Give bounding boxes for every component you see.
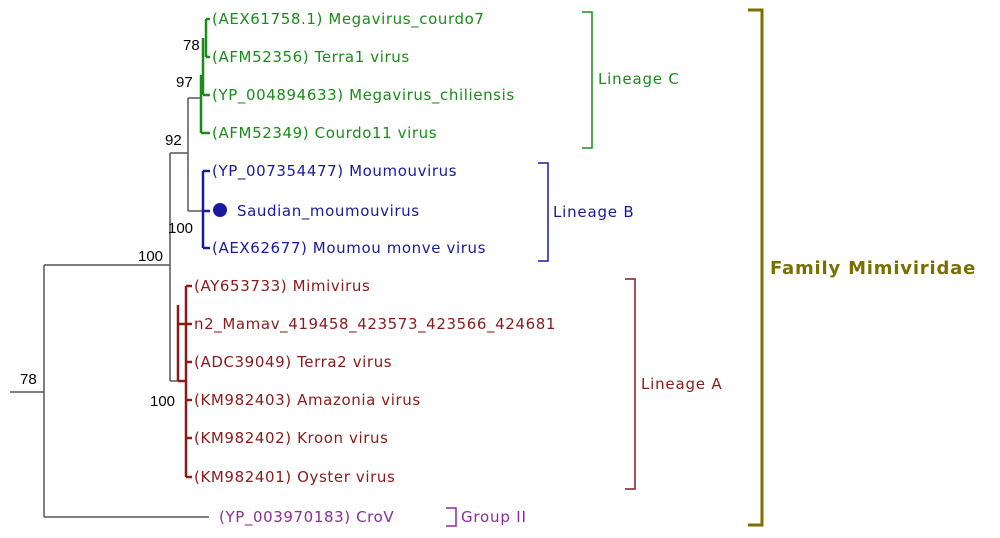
leaf-label: Saudian_moumouvirus — [237, 202, 420, 221]
lineage-c-branches — [199, 17, 210, 135]
lineage-b-leaves: (YP_007354477) Moumouvirus Saudian_moumo… — [212, 162, 486, 257]
bootstrap-root: 78 — [20, 371, 37, 388]
tree-branches — [10, 97, 209, 518]
leaf-label: (YP_004894633) Megavirus_chiliensis — [212, 86, 515, 105]
lineage-c-bracket — [582, 11, 593, 149]
leaf-label: (AFM52349) Courdo11 virus — [212, 124, 437, 142]
leaf-label: (AY653733) Mimivirus — [194, 277, 370, 295]
lineage-a-label: Lineage A — [641, 375, 722, 393]
leaf-label: (AEX62677) Moumou monve virus — [212, 239, 486, 257]
leaf-label: (YP_007354477) Moumouvirus — [212, 162, 457, 181]
lineage-a-leaves: (AY653733) Mimivirus n2_Mamav_419458_423… — [194, 277, 556, 486]
family-bracket — [748, 8, 764, 527]
lineage-b-label: Lineage B — [553, 203, 634, 221]
leaf-label: (AEX61758.1) Megavirus_courdo7 — [212, 10, 485, 29]
bootstrap-terra1: 78 — [183, 37, 200, 54]
lineage-a-bracket — [625, 278, 636, 490]
leaf-label: (AFM52356) Terra1 virus — [212, 48, 410, 66]
bootstrap-lineage-c: 92 — [165, 132, 182, 149]
lineage-c-label: Lineage C — [598, 70, 680, 88]
leaf-label: n2_Mamav_419458_423573_423566_424681 — [194, 315, 556, 334]
bootstrap-lineage-bc: 100 — [138, 248, 163, 265]
lineage-a-branches — [176, 284, 192, 479]
group-ii-bracket — [446, 507, 457, 527]
leaf-label: (KM982403) Amazonia virus — [194, 391, 421, 409]
leaf-label: (ADC39049) Terra2 virus — [194, 353, 392, 371]
group-ii-label: Group II — [461, 508, 527, 526]
lineage-b-bracket — [538, 162, 549, 262]
family-label: Family Mimiviridae — [770, 258, 976, 279]
filled-circle-marker — [213, 203, 227, 217]
bootstrap-chiliensis: 97 — [176, 74, 193, 91]
lineage-c-leaves: (AEX61758.1) Megavirus_courdo7 (AFM52356… — [212, 10, 515, 142]
group-ii-leaves: (YP_003970183) CroV — [219, 508, 394, 527]
leaf-label: (KM982402) Kroon virus — [194, 429, 389, 447]
bootstrap-lineage-a: 100 — [150, 393, 175, 410]
leaf-label: (KM982401) Oyster virus — [194, 468, 395, 486]
lineage-b-branches — [201, 169, 210, 250]
leaf-label: (YP_003970183) CroV — [219, 508, 394, 527]
bootstrap-lineage-b: 100 — [168, 220, 193, 237]
